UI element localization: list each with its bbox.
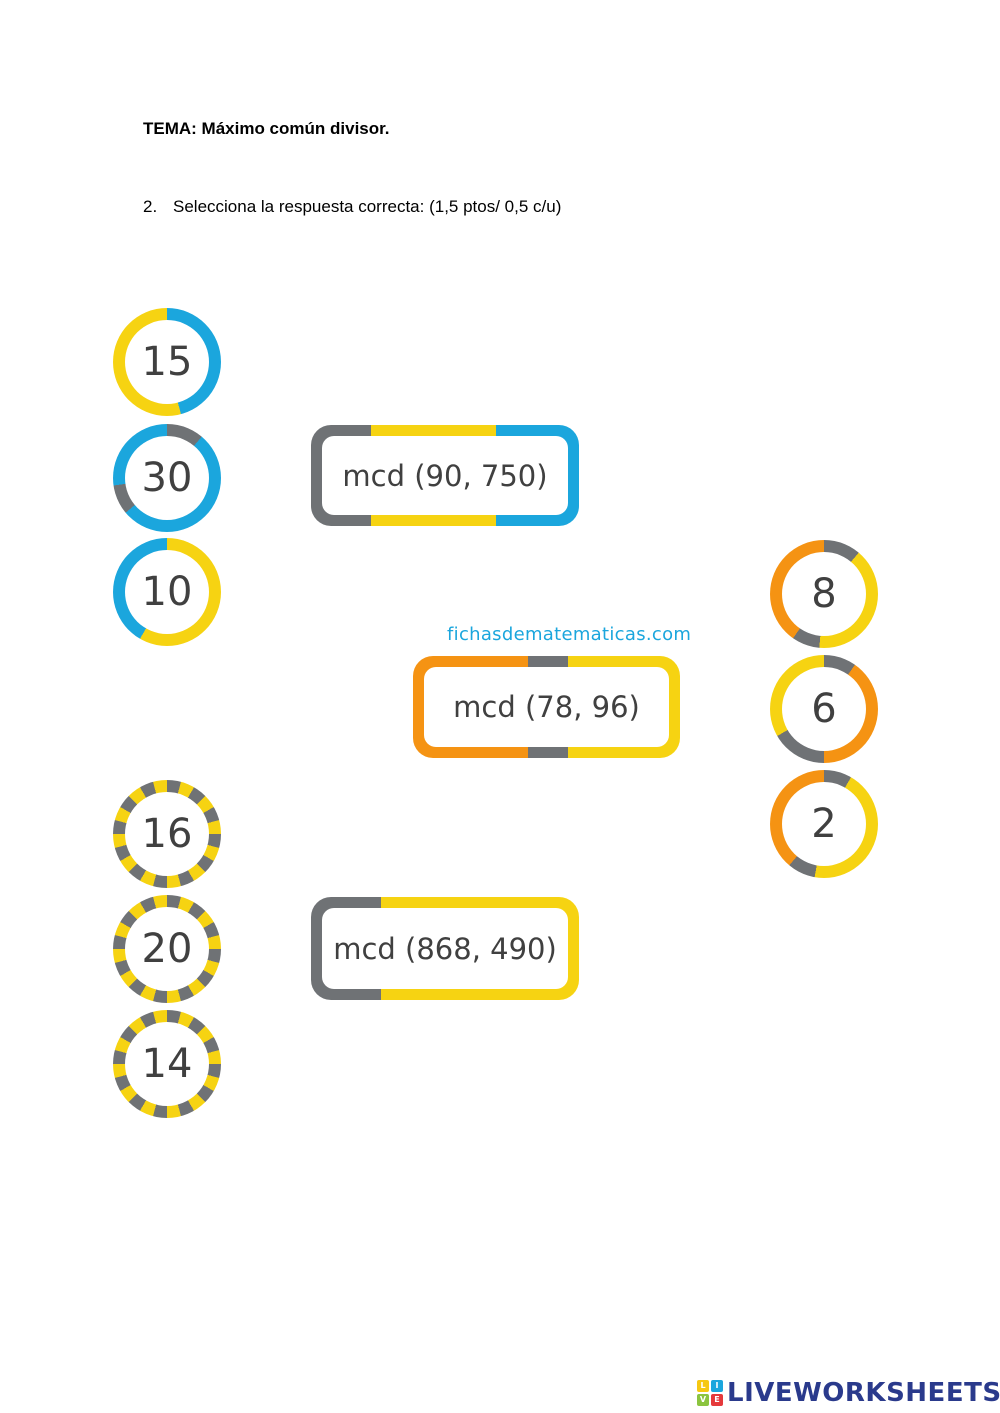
answer-option-label: 2 <box>782 782 866 866</box>
prompt-mcd-868-490: mcd (868, 490) <box>311 897 579 1000</box>
answer-option-label: 15 <box>125 320 209 404</box>
answer-option-label: 14 <box>125 1022 209 1106</box>
answer-option-label: 20 <box>125 907 209 991</box>
answer-option-label: 30 <box>125 436 209 520</box>
answer-option-20[interactable]: 20 <box>113 895 221 1003</box>
answer-option-label: 8 <box>782 552 866 636</box>
answer-option-15[interactable]: 15 <box>113 308 221 416</box>
answer-option-label: 16 <box>125 792 209 876</box>
answer-option-16[interactable]: 16 <box>113 780 221 888</box>
answer-option-30[interactable]: 30 <box>113 424 221 532</box>
question-line: 2. Selecciona la respuesta correcta: (1,5… <box>143 197 561 217</box>
answer-option-6[interactable]: 6 <box>770 655 878 763</box>
prompt-mcd-78-96: mcd (78, 96) <box>413 656 680 758</box>
answer-option-label: 6 <box>782 667 866 751</box>
prompt-label: mcd (90, 750) <box>322 436 568 515</box>
logo-mark-icon: L I V E <box>697 1380 723 1406</box>
logo-text: LIVEWORKSHEETS <box>727 1378 1000 1408</box>
prompt-label: mcd (868, 490) <box>322 908 568 989</box>
answer-option-8[interactable]: 8 <box>770 540 878 648</box>
source-watermark: fichasdematematicas.com <box>447 624 692 645</box>
worksheet-title: TEMA: Máximo común divisor. <box>143 119 390 138</box>
liveworksheets-logo: L I V E LIVEWORKSHEETS <box>697 1377 1000 1409</box>
question-text: Selecciona la respuesta correcta: (1,5 p… <box>173 197 562 216</box>
answer-option-2[interactable]: 2 <box>770 770 878 878</box>
question-number: 2. <box>143 197 158 216</box>
answer-option-14[interactable]: 14 <box>113 1010 221 1118</box>
prompt-mcd-90-750: mcd (90, 750) <box>311 425 579 526</box>
prompt-label: mcd (78, 96) <box>424 667 669 747</box>
answer-option-10[interactable]: 10 <box>113 538 221 646</box>
answer-option-label: 10 <box>125 550 209 634</box>
